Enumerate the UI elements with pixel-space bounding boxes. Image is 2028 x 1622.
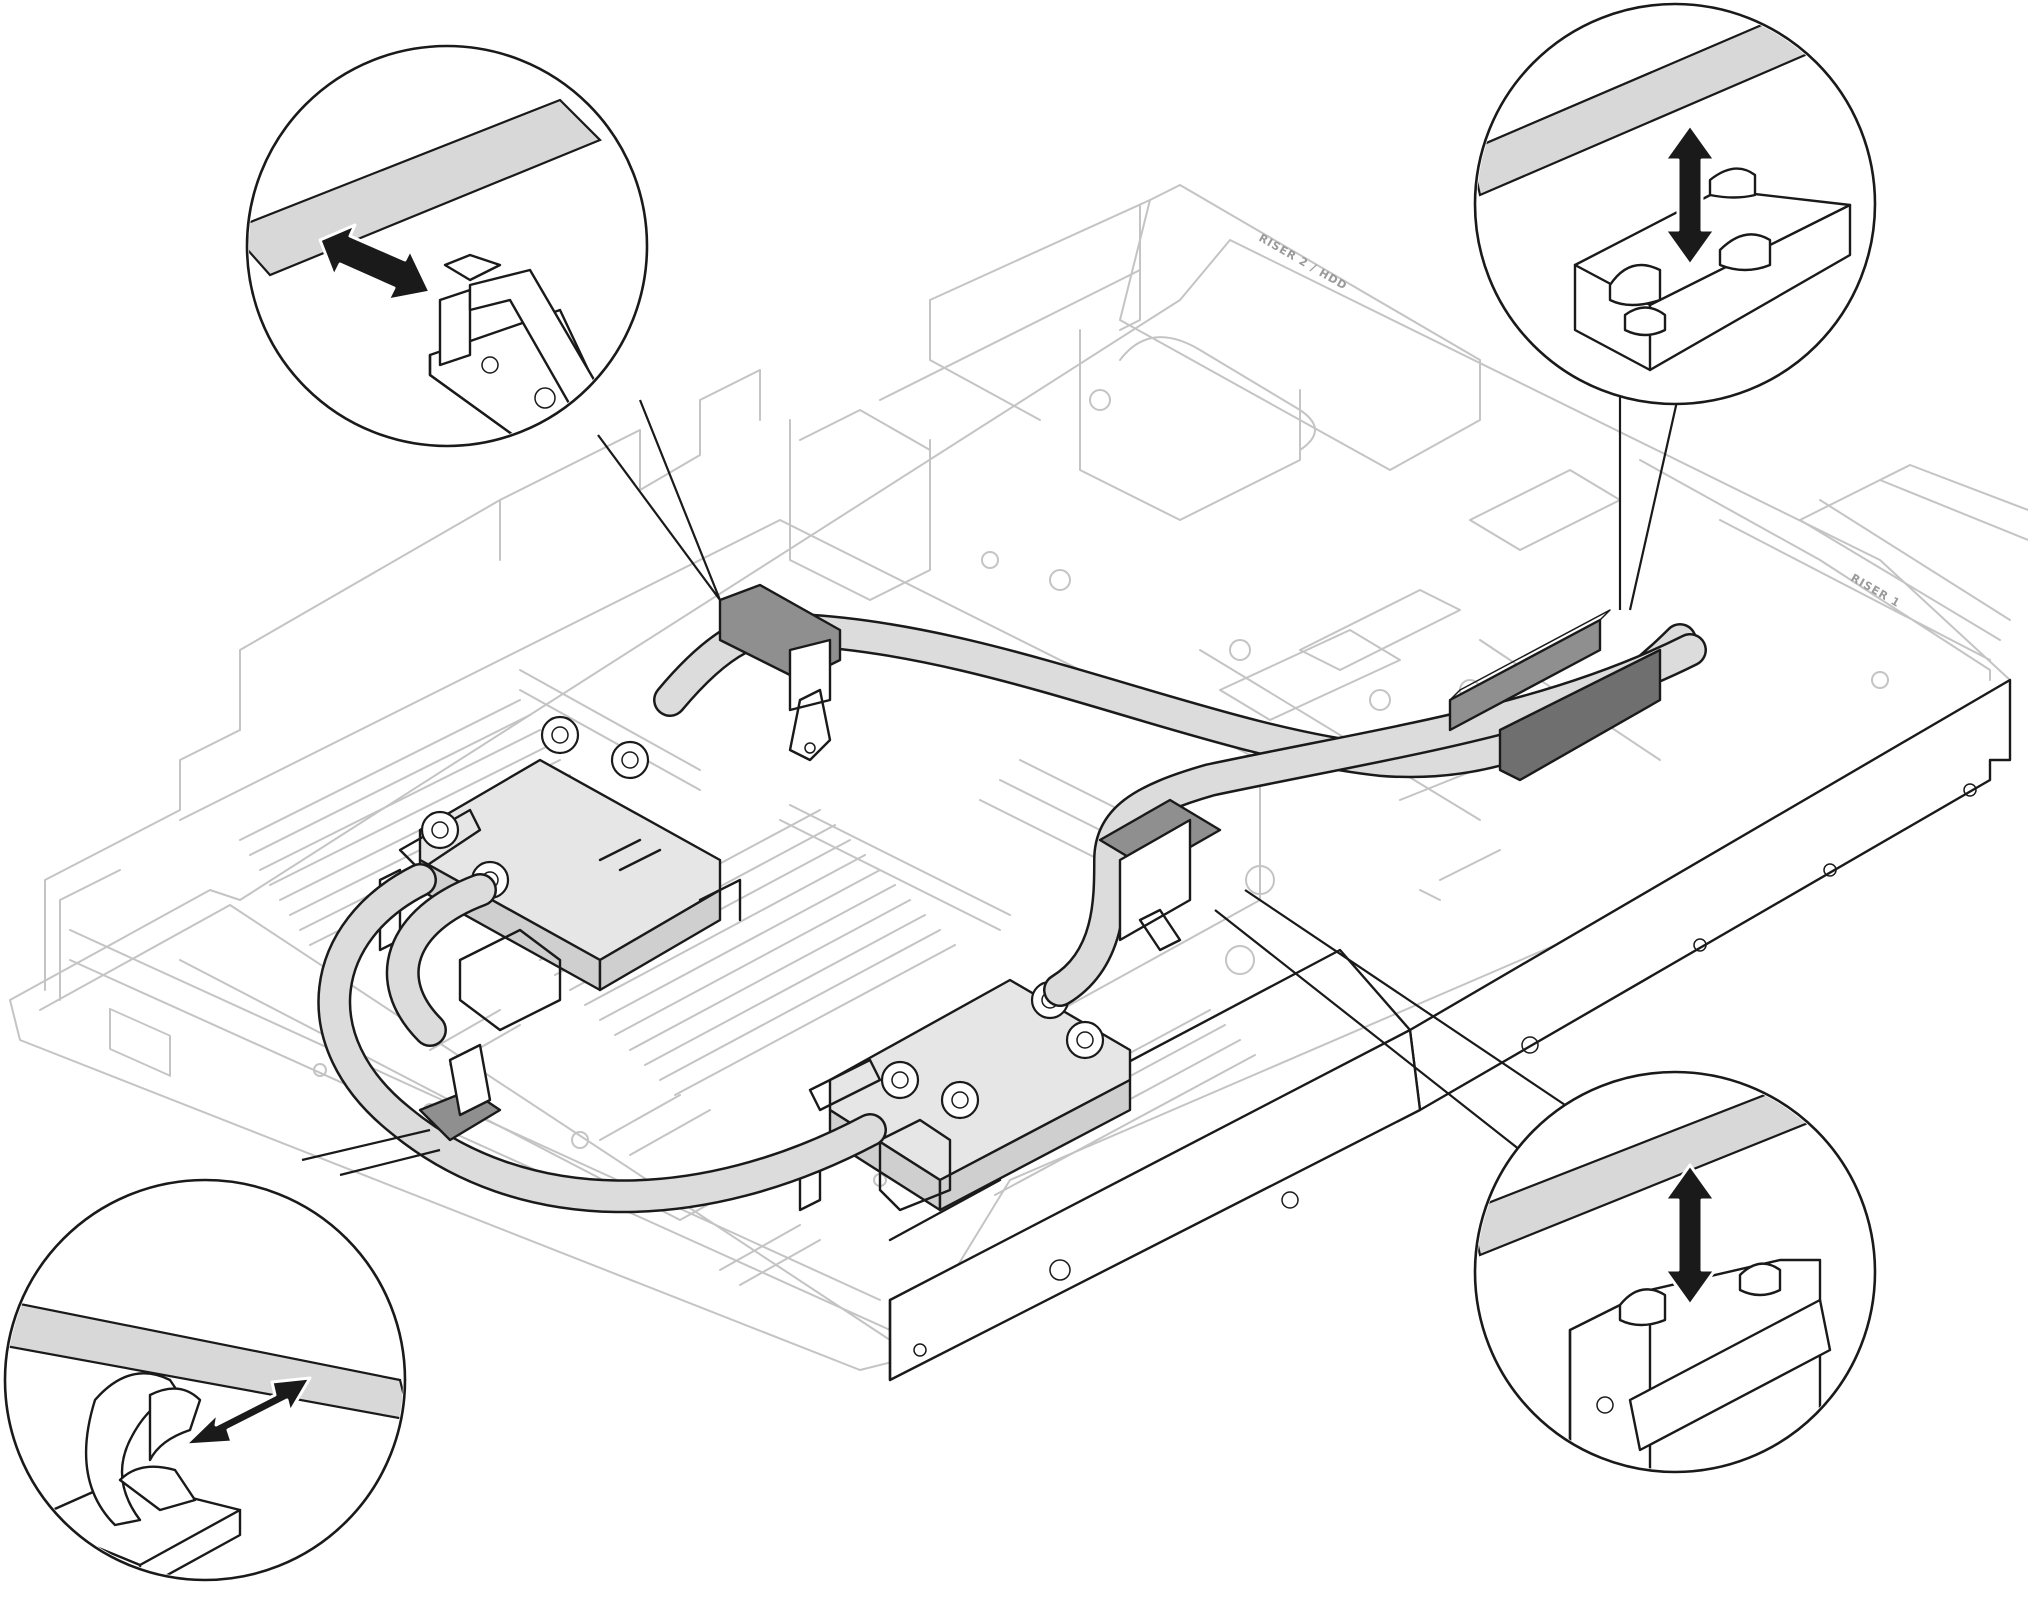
top-sliding-clip[interactable] [718, 583, 842, 762]
vertical-double-arrow-icon [1663, 123, 1717, 267]
vertical-double-arrow-icon [1663, 1163, 1717, 1307]
middle-hose-holder[interactable] [1098, 798, 1222, 952]
captive-nut-icon[interactable] [1065, 1020, 1105, 1060]
captive-nut-icon[interactable] [540, 715, 580, 755]
captive-nut-icon[interactable] [420, 810, 460, 850]
front-hose-strap[interactable] [418, 1043, 502, 1142]
captive-nut-icon[interactable] [940, 1080, 980, 1120]
callout-bottom-left [3, 1128, 441, 1582]
captive-nut-icon[interactable] [880, 1060, 920, 1100]
rear-hose-holder[interactable] [1448, 609, 1662, 782]
captive-nut-icon[interactable] [610, 740, 650, 780]
cold-plate-2 [798, 978, 1132, 1212]
callout-top-right [1473, 2, 1877, 611]
horizontal-double-arrow-icon [318, 223, 432, 302]
callout-top-left [245, 44, 722, 601]
riser-2-label: RISER 2 / HDD [1257, 231, 1350, 292]
horizontal-double-arrow-icon [183, 1376, 312, 1447]
callout-bottom-right [1214, 889, 1877, 1474]
